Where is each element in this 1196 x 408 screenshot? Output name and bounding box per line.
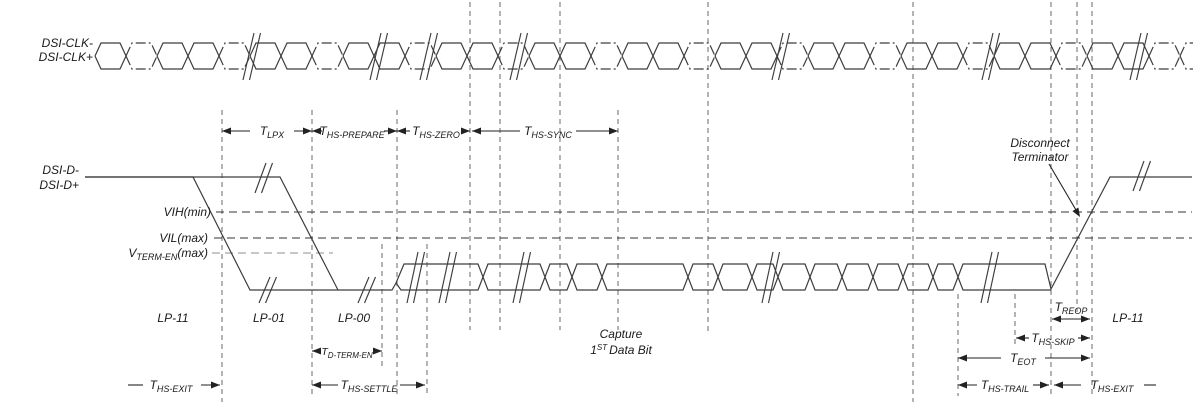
state-label-lp11-right: LP-11 [1112,311,1143,325]
signal-label-dsi-clk-minus: DSI-CLK- [42,36,93,50]
state-labels: LP-11 LP-01 LP-00 LP-11 [157,311,1143,325]
state-label-lp00: LP-00 [338,311,370,325]
capture-text-line1: Capture [600,327,643,341]
threshold-labels: VIH(min) VIL(max) VTERM-EN(max) [128,205,211,262]
timing-label-t-d-term-en: TD-TERM-EN [321,346,373,360]
timing-label-t-eot: TEOT [1010,351,1037,367]
disconnect-text-line2: Terminator [1012,150,1070,164]
data-waveform [85,176,1192,291]
timing-label-t-hs-zero: THS-ZERO [412,124,460,140]
timing-label-t-hs-skip: THS-SKIP [1031,331,1074,347]
clock-waveform [94,42,1193,70]
threshold-dashed-lines [212,211,1192,254]
threshold-label-vih: VIH(min) [164,205,211,219]
dimension-arrows [128,127,1156,389]
timing-label-t-hs-sync: THS-SYNC [524,124,572,140]
threshold-label-vterm-en: VTERM-EN(max) [128,246,208,262]
state-label-lp01: LP-01 [253,311,285,325]
timing-label-t-hs-exit-right: THS-EXIT [1091,378,1135,394]
disconnect-annotation: Disconnect Terminator [1010,136,1070,164]
signal-labels: DSI-CLK- DSI-CLK+ DSI-D- DSI-D+ [39,36,93,192]
time-break-marks [242,32,1152,304]
timing-label-t-hs-prepare: THS-PREPARE [319,124,385,140]
state-label-lp11-left: LP-11 [157,311,188,325]
timing-label-t-hs-trail: THS-TRAIL [981,378,1029,394]
disconnect-text-line1: Disconnect [1010,136,1070,150]
timing-labels-top: TLPX THS-PREPARE THS-ZERO THS-SYNC [260,124,573,140]
threshold-label-vil: VIL(max) [159,231,208,245]
timing-label-t-lpx: TLPX [260,124,285,140]
signal-label-dsi-clk-plus: DSI-CLK+ [39,50,93,64]
disconnect-pointer-arrow [1048,163,1080,217]
timing-label-t-reop: TREOP [1055,300,1088,316]
vertical-dashed-guides [221,2,1093,402]
timing-label-t-hs-settle: THS-SETTLE [341,378,399,394]
signal-label-dsi-d-minus: DSI-D- [42,163,79,177]
signal-label-dsi-d-plus: DSI-D+ [39,178,79,192]
timing-labels-bottom: TD-TERM-EN THS-SETTLE THS-EXIT TREOP THS… [150,300,1135,394]
timing-label-t-hs-exit-left: THS-EXIT [150,378,194,394]
